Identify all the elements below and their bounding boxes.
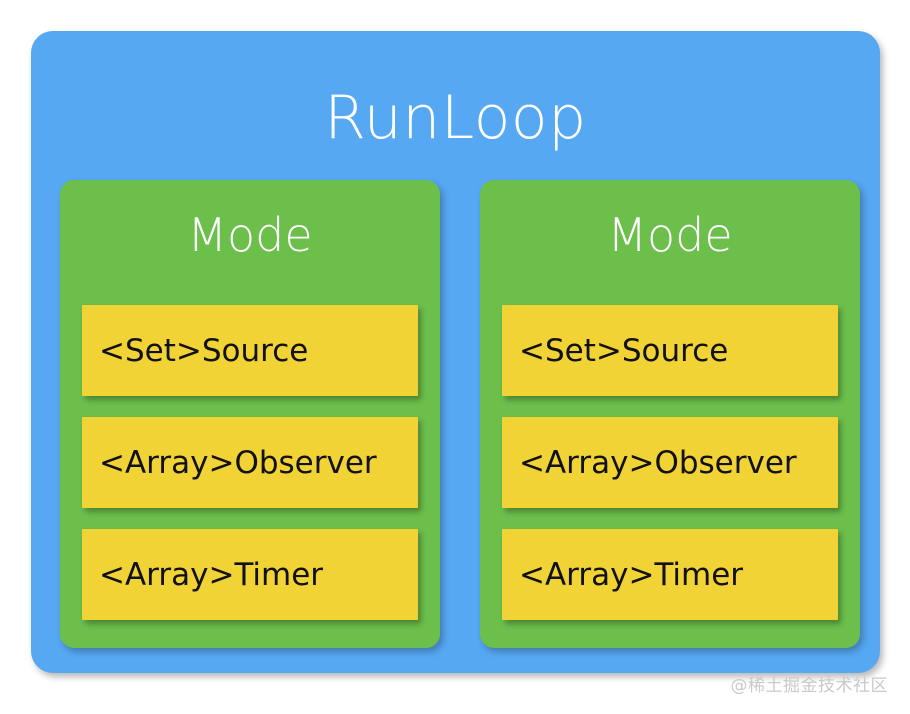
item-label-source-1: <Set>Source [519, 332, 729, 369]
item-label-observer-0: <Array>Observer [99, 444, 377, 481]
item-label-source-0: <Set>Source [99, 332, 309, 369]
item-box-timer-0: <Array>Timer [82, 529, 418, 620]
runloop-title: RunLoop [324, 83, 587, 153]
mode-item-list-1: <Set>Source <Array>Observer <Array>Timer [502, 305, 838, 620]
mode-box-1: Mode <Set>Source <Array>Observer <Array>… [480, 180, 860, 648]
runloop-container: RunLoop Mode <Set>Source <Array>Observer… [31, 31, 880, 673]
watermark: @稀土掘金技术社区 [730, 676, 888, 696]
item-label-timer-1: <Array>Timer [519, 556, 744, 593]
mode-title-1: Mode [607, 208, 733, 262]
mode-title-0: Mode [187, 208, 313, 262]
item-box-timer-1: <Array>Timer [502, 529, 838, 620]
mode-box-0: Mode <Set>Source <Array>Observer <Array>… [60, 180, 440, 648]
item-box-observer-0: <Array>Observer [82, 417, 418, 508]
item-box-source-0: <Set>Source [82, 305, 418, 396]
item-label-observer-1: <Array>Observer [519, 444, 797, 481]
item-box-source-1: <Set>Source [502, 305, 838, 396]
item-label-timer-0: <Array>Timer [99, 556, 324, 593]
item-box-observer-1: <Array>Observer [502, 417, 838, 508]
mode-item-list-0: <Set>Source <Array>Observer <Array>Timer [82, 305, 418, 620]
